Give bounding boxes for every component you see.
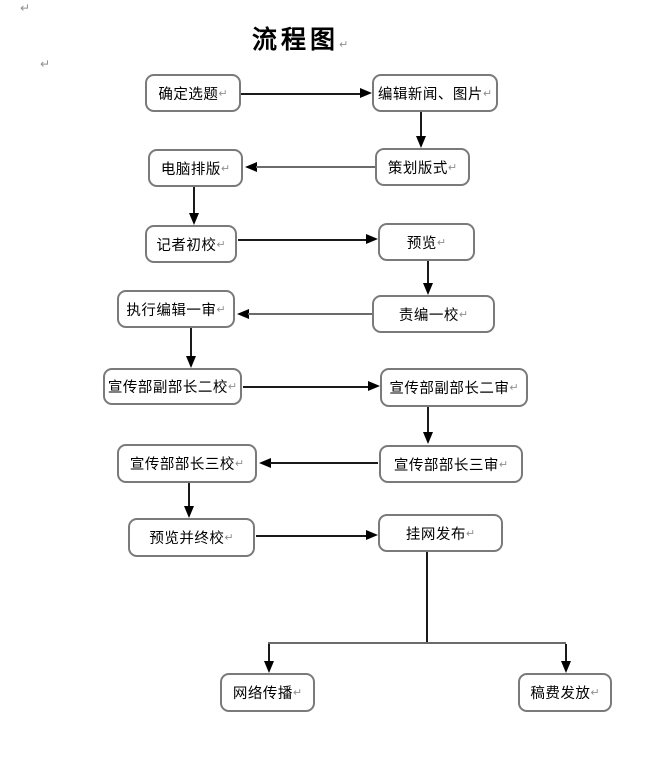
node-label: 网络传播 (232, 686, 293, 702)
page-title-text: 流程图 (252, 25, 340, 54)
paragraph-mark: ↵ (227, 380, 238, 393)
node-label: 稿费发放 (530, 686, 591, 702)
paragraph-mark: ↵ (590, 686, 600, 699)
arrowhead-down-icon (186, 356, 196, 368)
paragraph-mark: ↵ (465, 526, 476, 540)
flow-node-executive-editor-first-review: 执行编辑一审↵ (117, 290, 235, 328)
paragraph-mark: ↵ (20, 1, 31, 15)
arrow-line-duty-editor-to-executive (248, 313, 372, 315)
node-label: 策划版式 (387, 160, 448, 177)
flow-node-director-third-review: 宣传部部长三审↵ (379, 445, 523, 483)
flow-node-plan-layout: 策划版式↵ (375, 148, 470, 186)
arrowhead-down-icon (264, 661, 274, 673)
paragraph-mark: ↵ (339, 38, 349, 51)
arrow-line-deputy-proof-to-deputy-review (243, 386, 369, 388)
paragraph-mark: ↵ (218, 86, 228, 100)
branch-left-drop-line (268, 644, 270, 662)
flow-node-edit-news-images: 编辑新闻、图片↵ (372, 74, 498, 112)
paragraph-mark: ↵ (447, 160, 458, 174)
flow-node-preview: 预览↵ (378, 223, 475, 261)
paragraph-mark: ↵ (216, 237, 226, 251)
arrowhead-left-icon (237, 309, 249, 319)
node-label: 记者初校 (156, 237, 217, 254)
arrowhead-down-icon (561, 661, 571, 673)
node-label: 责编一校 (398, 307, 459, 324)
node-label: 宣传部部长三审 (393, 457, 499, 474)
arrowhead-right-icon (366, 234, 378, 244)
arrow-line-preview-to-duty-editor (427, 261, 429, 284)
node-label: 预览 (406, 235, 437, 252)
flow-node-deputy-director-second-review: 宣传部副部长二审↵ (380, 368, 528, 407)
node-label: 电脑排版 (160, 161, 221, 178)
node-label: 宣传部副部长二审 (389, 381, 510, 397)
arrow-line-executive-to-deputy-proof (190, 328, 192, 357)
flow-node-deputy-director-second-proof: 宣传部副部长二校↵ (103, 368, 242, 405)
node-label: 挂网发布 (405, 526, 466, 543)
arrowhead-down-icon (184, 506, 194, 518)
paragraph-mark: ↵ (216, 302, 226, 316)
flow-node-duty-editor-first-proof: 责编一校↵ (372, 295, 495, 333)
arrow-line-plan-to-typesetting (256, 166, 375, 168)
arrow-line-final-proof-to-publish (256, 535, 367, 537)
paragraph-mark: ↵ (234, 457, 245, 470)
node-label: 预览并终校 (149, 531, 225, 547)
arrow-line-director-proof-to-final-proof (188, 483, 190, 507)
arrowhead-down-icon (189, 213, 199, 225)
paragraph-mark: ↵ (458, 307, 469, 321)
flow-node-fee-payment: 稿费发放↵ (518, 673, 612, 712)
arrowhead-right-icon (360, 88, 372, 98)
flow-node-reporter-first-proof: 记者初校↵ (145, 225, 237, 263)
arrowhead-down-icon (423, 432, 433, 444)
arrowhead-right-icon (366, 530, 378, 540)
flow-node-director-third-proof: 宣传部部长三校↵ (117, 444, 257, 483)
paragraph-mark: ↵ (220, 161, 231, 175)
branch-stem-line (426, 552, 428, 643)
node-label: 宣传部副部长二校 (107, 380, 228, 396)
arrow-line-edit-to-plan (420, 112, 422, 137)
arrow-line-reporter-to-preview (238, 239, 367, 241)
arrowhead-right-icon (368, 381, 380, 391)
flow-node-publish-online: 挂网发布↵ (378, 514, 503, 552)
arrow-line-deputy-review-to-director-review (427, 407, 429, 433)
paragraph-mark: ↵ (436, 235, 447, 249)
flow-node-determine-topic: 确定选题↵ (145, 74, 241, 112)
node-label: 宣传部部长三校 (129, 457, 235, 473)
node-label: 执行编辑一审 (126, 302, 217, 319)
flow-node-network-distribution: 网络传播↵ (220, 673, 315, 712)
arrow-line-determine-to-edit (241, 93, 361, 95)
arrowhead-down-icon (423, 283, 433, 295)
paragraph-mark: ↵ (224, 531, 234, 544)
arrowhead-left-icon (245, 162, 257, 172)
arrowhead-left-icon (259, 458, 271, 468)
arrowhead-down-icon (416, 136, 426, 148)
node-label: 确定选题 (158, 86, 219, 103)
paragraph-mark: ↵ (292, 686, 303, 699)
flow-node-computer-typesetting: 电脑排版↵ (148, 149, 243, 187)
node-label: 编辑新闻、图片 (377, 86, 483, 103)
paragraph-mark: ↵ (498, 457, 509, 471)
page-title: 流程图↵ (252, 20, 348, 56)
arrow-line-typesetting-to-reporter (193, 187, 195, 214)
paragraph-mark: ↵ (40, 57, 51, 71)
branch-right-drop-line (565, 644, 567, 662)
flow-node-preview-final-proof: 预览并终校↵ (128, 518, 255, 557)
paragraph-mark: ↵ (482, 86, 493, 100)
paragraph-mark: ↵ (509, 381, 519, 394)
branch-horizontal-line (268, 642, 566, 644)
arrow-line-director-review-to-director-proof (270, 462, 378, 464)
